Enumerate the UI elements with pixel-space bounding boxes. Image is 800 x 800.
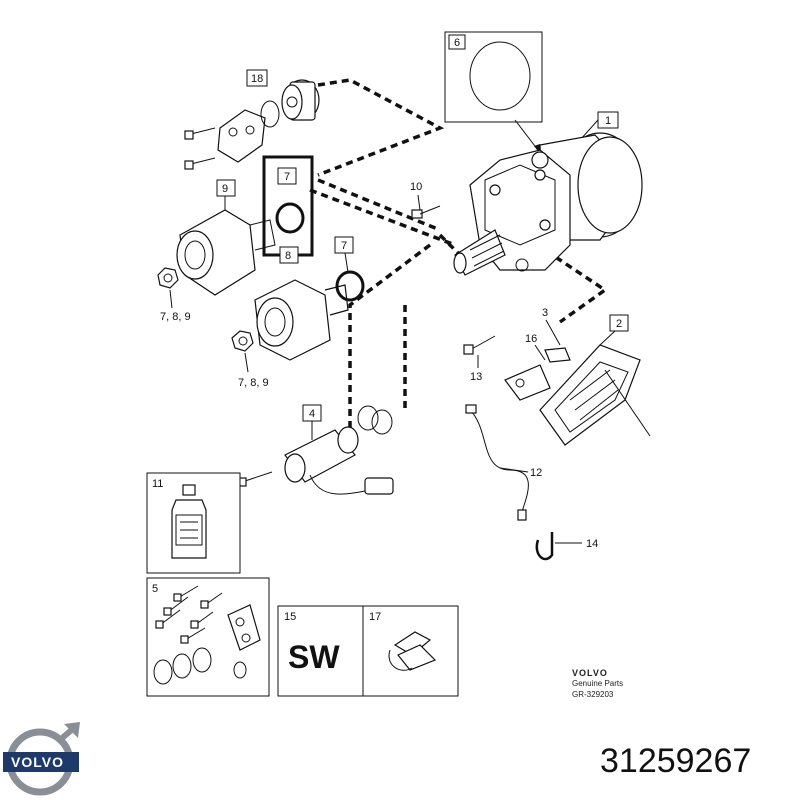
part-7-ring: 7 [334, 236, 365, 302]
volvo-logo: VOLVO [3, 722, 80, 796]
callout-3: 3 [542, 307, 548, 319]
part-3-16-sensor: 3 16 [504, 307, 571, 401]
part-6-box: 6 [444, 31, 543, 154]
part-10-bolt: 10 [410, 181, 441, 219]
callout-1: 1 [605, 115, 611, 127]
large-o-ring [469, 41, 531, 111]
callout-2: 2 [616, 318, 622, 330]
callout-15: 15 [284, 611, 296, 623]
callout-11: 11 [152, 478, 163, 490]
bolt-icon [184, 127, 216, 170]
callout-17: 17 [369, 611, 381, 623]
callout-14: 14 [586, 538, 598, 550]
callout-13: 13 [470, 371, 482, 383]
callout-7-highlighted: 7 [284, 171, 290, 183]
o-ring [153, 647, 247, 685]
part-12-cable: 12 [465, 404, 542, 521]
part-7-highlight: 7 [262, 155, 314, 257]
part-8-group: 8 7, 8, 9 [231, 246, 349, 389]
part-18-group: 18 [184, 69, 320, 170]
cover-plate [217, 109, 266, 163]
part-5-box: 5 [146, 577, 270, 697]
callout-combo-2: 7, 8, 9 [238, 377, 269, 389]
o-ring [260, 100, 280, 128]
software-label: SW [288, 639, 340, 675]
diagram-footer: VOLVO Genuine Parts GR-329203 [572, 668, 623, 699]
clamp-icon [388, 631, 437, 671]
nut-icon [157, 267, 179, 289]
gasket-plate [227, 604, 261, 651]
callout-4: 4 [309, 408, 315, 420]
part-14-clip: 14 [535, 532, 598, 561]
callout-12: 12 [530, 467, 542, 479]
fluid-bottle-icon [171, 484, 207, 559]
part-4-solenoid: 4 [237, 404, 394, 495]
footer-ref: GR-329203 [572, 690, 614, 699]
callout-5: 5 [152, 583, 158, 595]
callout-10: 10 [410, 181, 422, 193]
part-9-group: 9 7, 8, 9 [157, 179, 276, 323]
pump-housing: 1 [453, 111, 643, 276]
bolt-icon [237, 471, 273, 487]
logo-text: VOLVO [11, 754, 64, 770]
callout-6: 6 [454, 37, 460, 49]
part-number: 31259267 [600, 742, 751, 780]
part-13-bolt: 13 [463, 335, 496, 383]
callout-7: 7 [341, 240, 347, 252]
callout-box-18 [246, 69, 268, 87]
nut-icon [231, 330, 254, 352]
footer-subtitle: Genuine Parts [572, 679, 623, 688]
bolt-icon [155, 585, 223, 644]
part-15-box: 15 SW [277, 605, 364, 697]
filter-cartridge [281, 79, 320, 121]
part-11-box: 11 [146, 472, 241, 574]
callout-18: 18 [251, 73, 263, 85]
callout-9: 9 [222, 183, 228, 195]
callout-16: 16 [525, 333, 537, 345]
part-17-box: 17 [362, 605, 459, 697]
callout-combo-1: 7, 8, 9 [160, 311, 191, 323]
seal-ring [275, 202, 305, 234]
footer-brand: VOLVO [572, 668, 608, 678]
part-2-control-module: 2 [539, 314, 651, 446]
callout-8: 8 [285, 250, 291, 262]
